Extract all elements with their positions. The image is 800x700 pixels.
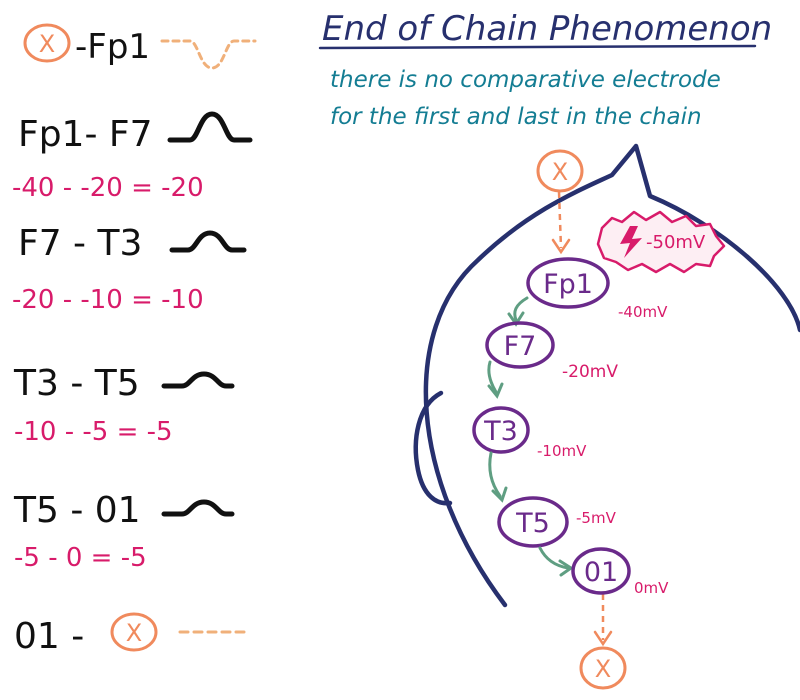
electrode-label: 01 (584, 557, 618, 588)
electrode-label: T5 (515, 508, 550, 539)
waveform-large (167, 111, 253, 143)
top-dashed-arrowhead (551, 238, 571, 255)
dashed-deflection-wave (160, 39, 257, 70)
ear-outline (413, 390, 453, 506)
subtitle-line-2: for the first and last in the chain (330, 104, 702, 130)
calc-t3-t5: -10 - -5 = -5 (14, 417, 173, 447)
x-symbol-label: X (126, 619, 142, 647)
electrode-voltage: -10mV (537, 442, 587, 460)
electrode-voltage: -5mV (576, 509, 617, 527)
electrode-voltage: -40mV (618, 303, 668, 321)
top-dashed-arrow (557, 191, 563, 249)
row-01-x: 01 - X (14, 612, 252, 657)
electrode-node (485, 321, 555, 369)
x-circle-icon (110, 612, 158, 652)
row-t3-t5: T3 - T5 -10 - -5 = -5 (13, 363, 235, 447)
row-label-f7-t3: F7 - T3 (18, 223, 142, 264)
chain-arrowhead-2 (487, 382, 504, 399)
title-underline (318, 44, 757, 50)
row-label-t3-t5: T3 - T5 (13, 363, 140, 404)
x-circle-icon (23, 23, 71, 63)
chain-arrowhead-4 (558, 559, 574, 577)
x-symbol-label: X (39, 30, 55, 58)
chain-arrow-2 (487, 360, 498, 394)
calc-t5-01: -5 - 0 = -5 (14, 543, 147, 573)
subtitle-line-1: there is no comparative electrode (330, 67, 721, 93)
electrode-t3: T3 -10mV (472, 406, 587, 460)
chain-arrow-4 (538, 546, 570, 570)
electrode-t5: T5 -5mV (497, 496, 617, 548)
electrode-node (497, 496, 569, 548)
row-x-fp1: X -Fp1 (23, 23, 257, 70)
head-outline (423, 143, 800, 608)
electrode-label: T3 (483, 416, 518, 447)
electrode-node (526, 257, 610, 309)
waveform-medium (169, 230, 247, 253)
chain-arrowhead-3 (491, 486, 508, 503)
waveform-small (161, 371, 235, 389)
waveform-small-2 (161, 499, 235, 517)
row-label-t5-01: T5 - 01 (13, 490, 141, 531)
row-t5-01: T5 - 01 -5 - 0 = -5 (13, 490, 235, 573)
electrode-node (472, 406, 530, 454)
row-label-fp1-f7: Fp1- F7 (18, 114, 153, 155)
electrode-fp1: Fp1 -40mV (526, 257, 668, 321)
top-x-label: X (552, 158, 568, 186)
electrode-node (571, 547, 631, 595)
row-fp1-f7: Fp1- F7 -40 - -20 = -20 (12, 111, 253, 203)
lightning-icon (620, 226, 642, 258)
bottom-dashed-arrowhead (593, 630, 613, 647)
diagram-title: End of Chain Phenomenon (322, 9, 772, 49)
bottom-x-label: X (595, 655, 611, 683)
row-f7-t3: F7 - T3 -20 - -10 = -10 (12, 223, 247, 315)
electrode-f7: F7 -20mV (485, 321, 618, 382)
row-label-01: 01 - (14, 616, 84, 657)
source-voltage: -50mV (646, 232, 706, 253)
row-label-fp1: -Fp1 (75, 27, 150, 67)
electrode-label: F7 (504, 331, 537, 362)
electrode-label: Fp1 (543, 269, 593, 300)
electrode-voltage: 0mV (634, 579, 669, 597)
calc-fp1-f7: -40 - -20 = -20 (12, 173, 204, 203)
electrode-voltage: -20mV (562, 362, 618, 382)
electrode-01: 01 0mV (571, 547, 669, 597)
top-x-circle-icon (536, 149, 584, 193)
calc-f7-t3: -20 - -10 = -10 (12, 285, 204, 315)
chain-arrow-3 (488, 451, 502, 498)
bottom-x-circle-icon (579, 646, 627, 690)
chain-arrow-1 (513, 296, 529, 322)
